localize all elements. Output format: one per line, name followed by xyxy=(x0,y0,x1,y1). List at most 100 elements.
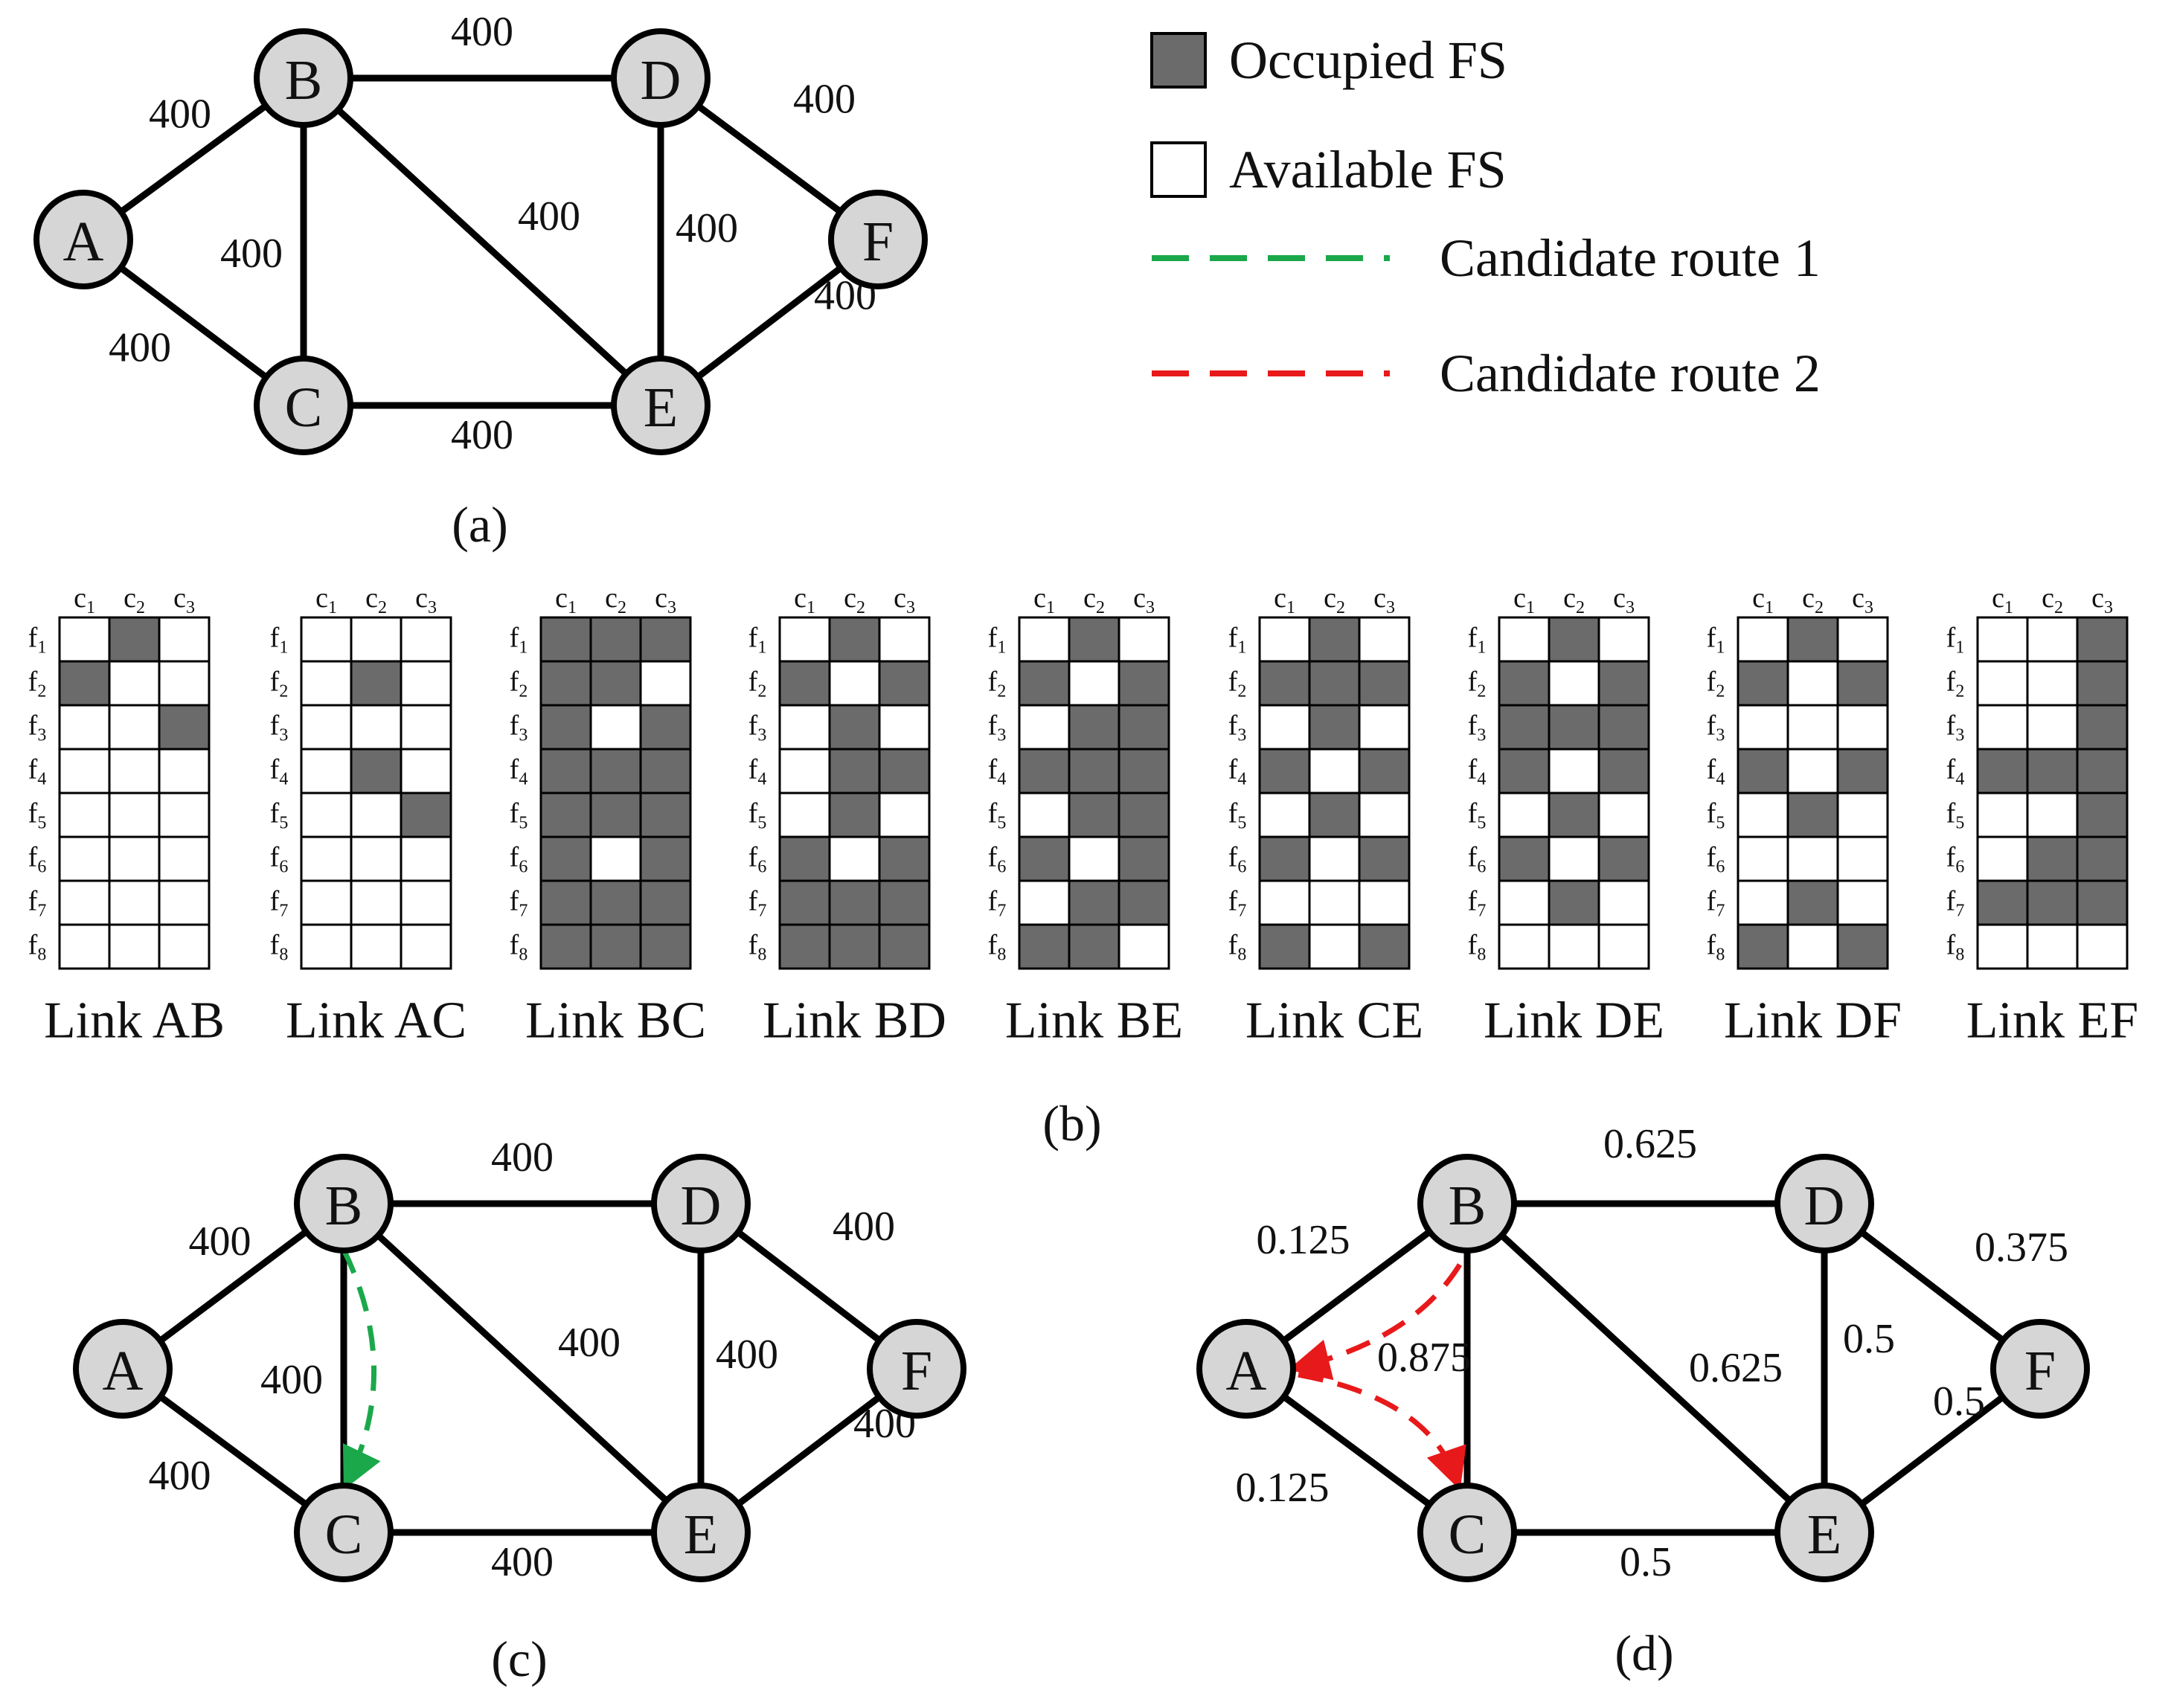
node-circle xyxy=(1417,1483,1517,1582)
fs-cell-occupied xyxy=(878,923,931,970)
fs-cell-available xyxy=(1737,879,1789,926)
node-circle xyxy=(828,190,928,289)
row-label: f8 xyxy=(1228,930,1247,965)
node-circle xyxy=(33,190,133,289)
fs-cell-available xyxy=(58,616,111,663)
row-label: f2 xyxy=(510,667,528,702)
row-label: f8 xyxy=(1468,930,1487,965)
row-label: f5 xyxy=(270,798,289,833)
column-label: c2 xyxy=(605,582,626,617)
fs-cell-occupied xyxy=(400,792,452,838)
fs-cell-available xyxy=(2026,923,2079,970)
fs-cell-available xyxy=(1786,704,1839,751)
fs-cell-occupied xyxy=(1018,923,1071,970)
node-circle xyxy=(294,1154,394,1253)
row-label: f4 xyxy=(270,754,289,789)
fs-cell-occupied xyxy=(539,748,592,794)
node-circle xyxy=(1990,1319,2090,1419)
node-circle xyxy=(254,356,353,455)
row-label: f1 xyxy=(1468,623,1487,658)
edge-weight-de-d: 0.5 xyxy=(1843,1316,1895,1362)
row-label: f8 xyxy=(510,930,528,965)
fs-cell-available xyxy=(1976,704,2029,751)
fs-cell-occupied xyxy=(639,704,692,751)
row-label: f2 xyxy=(748,667,767,702)
row-label: f2 xyxy=(1468,667,1487,702)
edge-weight-ac-d: 0.125 xyxy=(1236,1465,1330,1511)
node-label: B xyxy=(325,1175,363,1237)
fs-cell-available xyxy=(1358,616,1411,663)
fs-cell-occupied xyxy=(1597,660,1650,707)
fs-cell-available xyxy=(300,704,353,751)
link-title: Link DE xyxy=(1484,992,1664,1050)
fs-cell-available xyxy=(300,792,353,838)
node-circle xyxy=(1774,1154,1874,1253)
fs-cell-available xyxy=(58,748,111,794)
fs-cell-occupied xyxy=(1118,879,1170,926)
fs-cell-occupied xyxy=(589,923,642,970)
legend-route1-label: Candidate route 1 xyxy=(1440,228,1821,288)
node-label: E xyxy=(1807,1503,1841,1566)
fs-cell-occupied xyxy=(589,616,642,663)
fs-cell-available xyxy=(1018,704,1071,751)
row-label: f4 xyxy=(1707,754,1725,789)
fs-cell-occupied xyxy=(2076,835,2129,882)
row-label: f7 xyxy=(748,886,767,921)
column-label: c2 xyxy=(1083,582,1105,617)
fs-cell-available xyxy=(1068,835,1120,882)
node-label: E xyxy=(684,1503,718,1566)
fs-cell-available xyxy=(778,792,831,838)
fs-cell-occupied xyxy=(1498,748,1551,794)
fs-cell-available xyxy=(1786,660,1839,707)
row-label: f5 xyxy=(748,798,767,833)
edge-weight-be-c: 400 xyxy=(558,1320,621,1366)
edge-weight-ac-a: 400 xyxy=(109,325,171,371)
node-label: C xyxy=(285,376,323,439)
fs-cell-available xyxy=(108,879,161,926)
fs-cell-occupied xyxy=(1358,660,1411,707)
edge-weight-df-d: 0.375 xyxy=(1975,1224,2068,1271)
fs-cell-occupied xyxy=(1548,792,1600,838)
row-label: f3 xyxy=(28,710,47,745)
fs-cell-available xyxy=(1308,748,1361,794)
fs-cell-available xyxy=(1737,616,1789,663)
row-label: f7 xyxy=(270,886,289,921)
node-circle xyxy=(1774,1483,1874,1582)
fs-cell-available xyxy=(158,616,211,663)
row-label: f4 xyxy=(28,754,47,789)
fs-cell-available xyxy=(1308,923,1361,970)
fs-cell-available xyxy=(639,660,692,707)
fs-cell-available xyxy=(2026,704,2079,751)
fs-cell-available xyxy=(158,879,211,926)
fs-cell-occupied xyxy=(1836,660,1889,707)
candidate-route-2-path-ba xyxy=(1288,1263,1462,1381)
fs-cell-occupied xyxy=(1118,835,1170,882)
node-circle xyxy=(254,28,353,128)
fs-cell-available xyxy=(1548,923,1600,970)
fs-cell-available xyxy=(1786,748,1839,794)
fs-cell-occupied xyxy=(1737,748,1789,794)
fs-cell-occupied xyxy=(2076,704,2129,751)
fs-cell-available xyxy=(1258,616,1311,663)
fs-cell-occupied xyxy=(639,879,692,926)
node-b-d: B xyxy=(1417,1154,1517,1253)
row-label: f4 xyxy=(748,754,767,789)
fs-cell-available xyxy=(1308,835,1361,882)
fs-cell-occupied xyxy=(2026,835,2079,882)
fs-cell-available xyxy=(2026,660,2079,707)
row-label: f5 xyxy=(988,798,1007,833)
node-f-a: F xyxy=(828,190,928,289)
link-title: Link DF xyxy=(1724,992,1902,1050)
fs-cell-available xyxy=(1737,704,1789,751)
fs-cell-available xyxy=(58,879,111,926)
fs-cell-available xyxy=(878,616,931,663)
row-label: f2 xyxy=(1707,667,1725,702)
fs-cell-occupied xyxy=(1258,835,1311,882)
row-label: f4 xyxy=(1946,754,1965,789)
link-title: Link AC xyxy=(286,992,466,1050)
